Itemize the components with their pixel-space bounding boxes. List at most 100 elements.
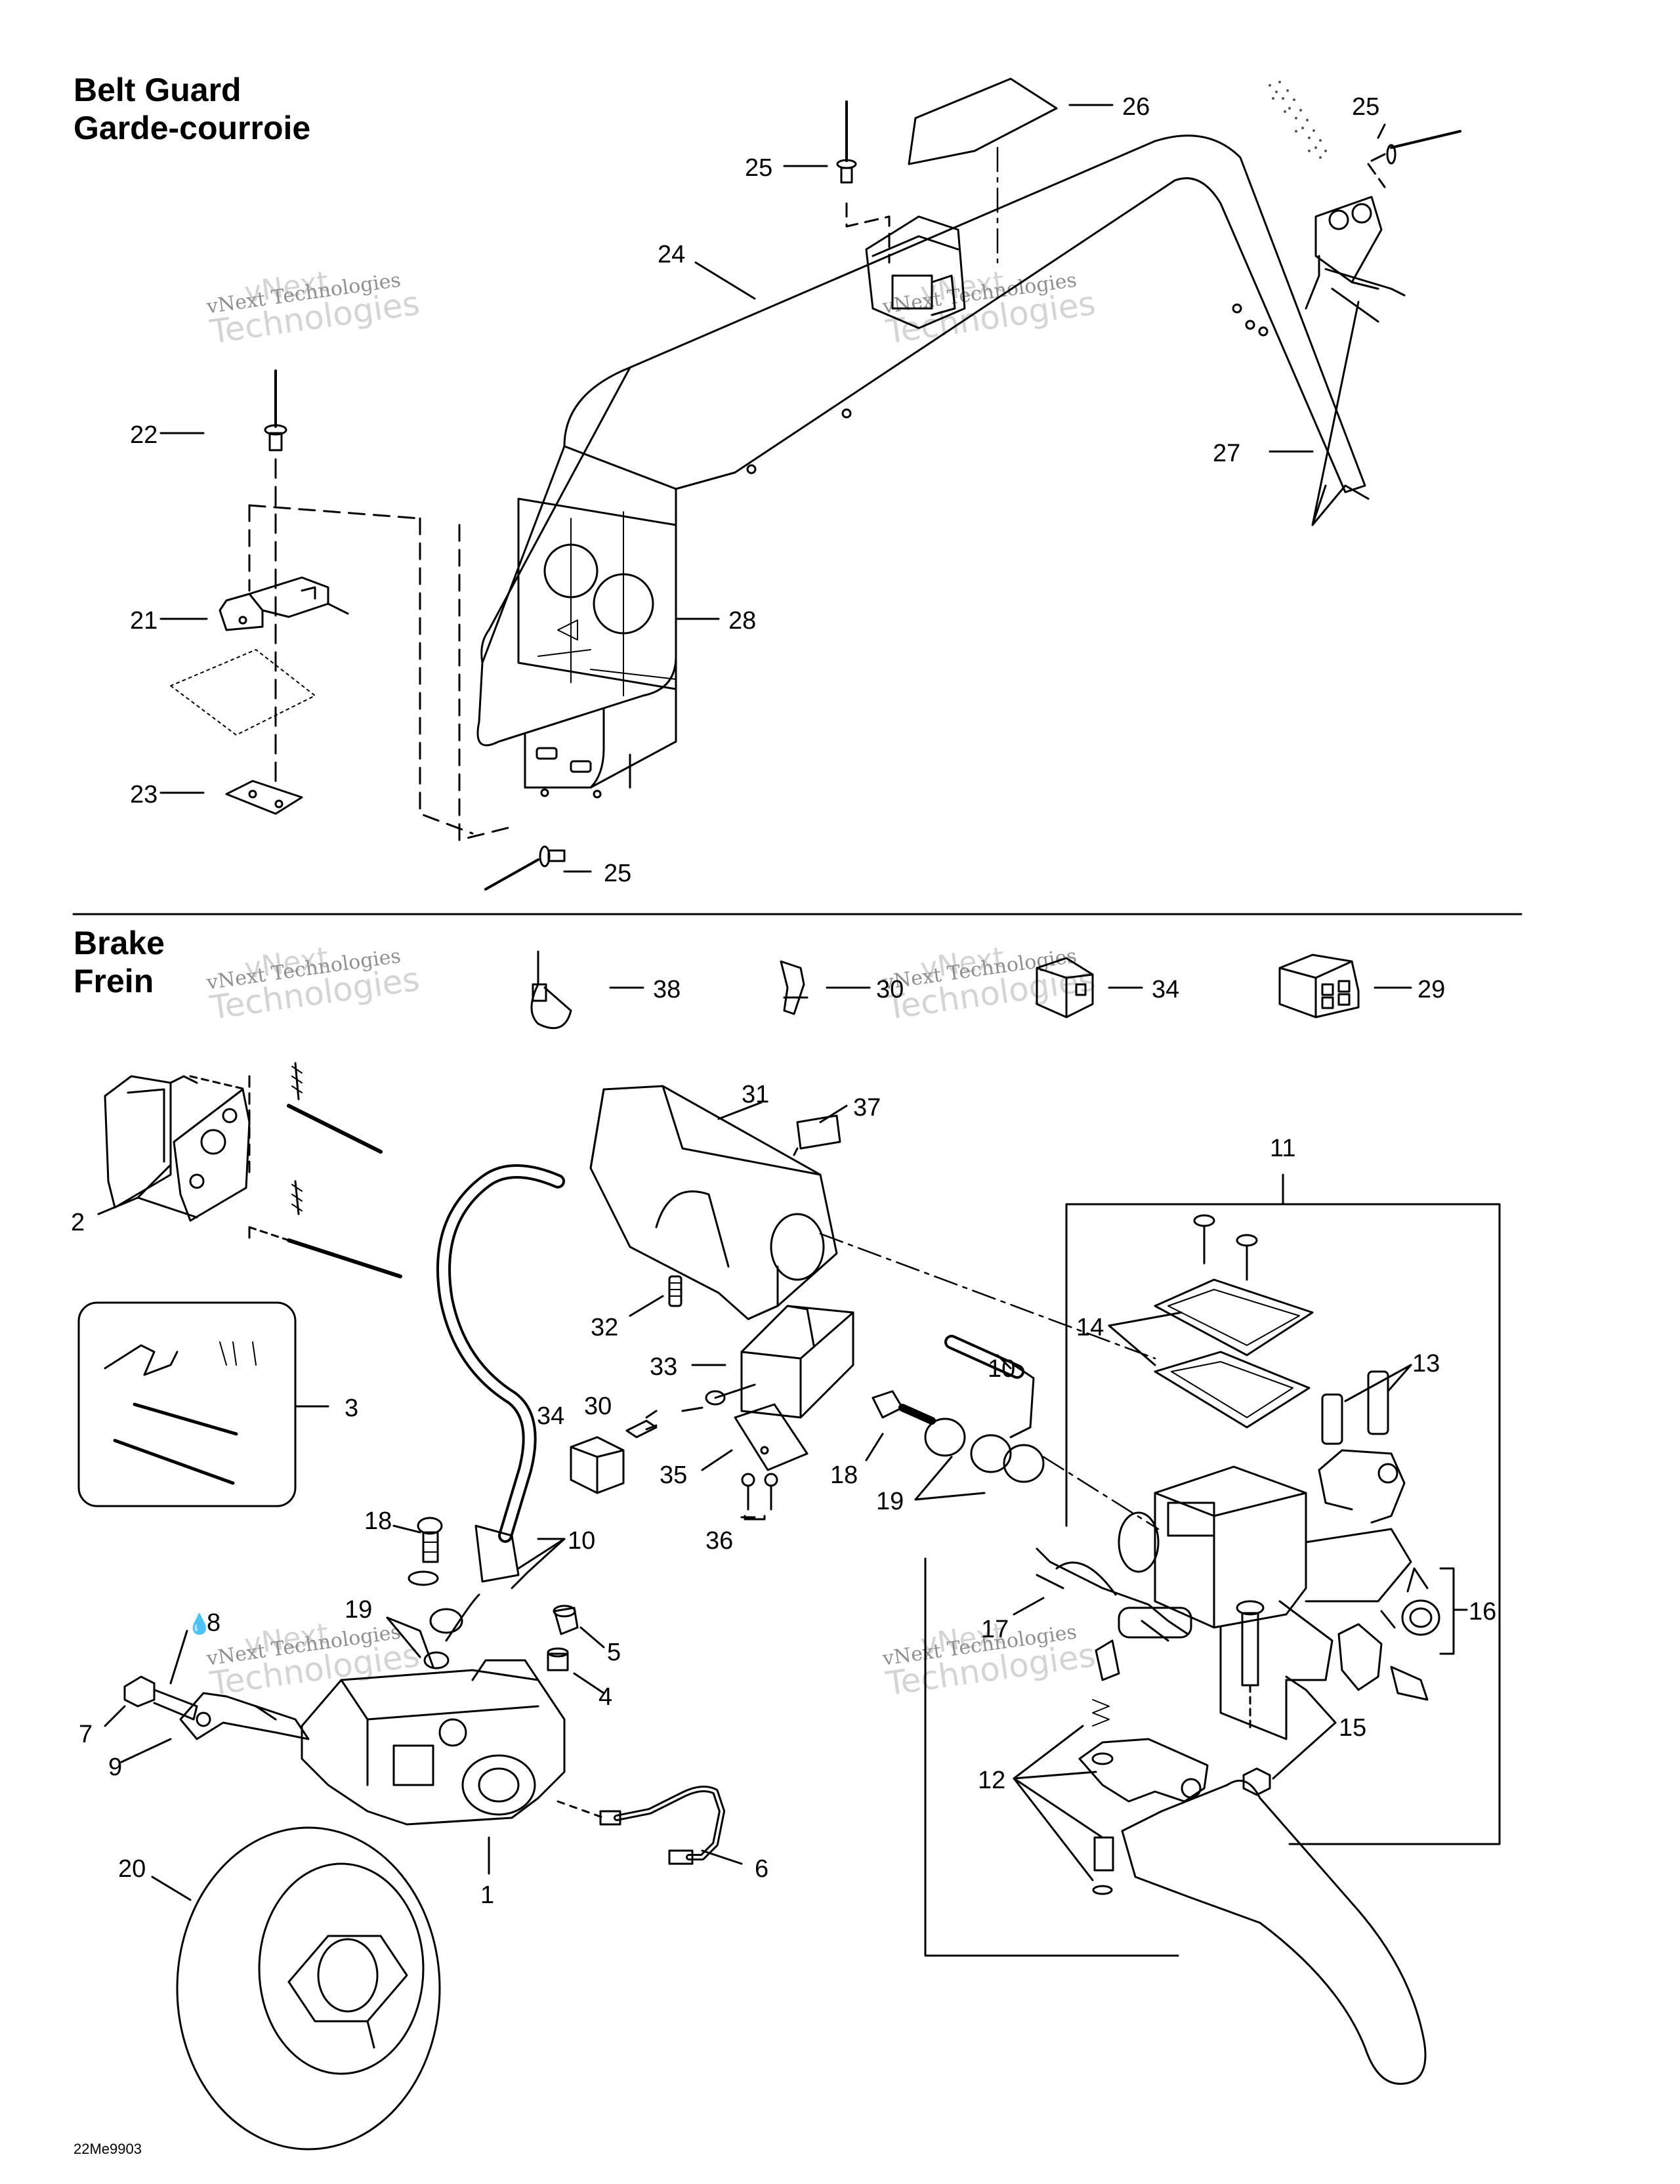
screws-top-mc — [1193, 1214, 1258, 1281]
callout-5: 5 — [607, 1639, 621, 1666]
belt-guard-title-fr: Garde-courroie — [74, 110, 311, 146]
terminal-30-bottom — [625, 1406, 704, 1438]
terminal-30-top — [780, 960, 808, 1015]
callout-29: 29 — [1418, 976, 1445, 1003]
stippled-mark — [1269, 81, 1327, 159]
brake-disc-20 — [176, 1826, 441, 2151]
callout-22: 22 — [130, 421, 158, 449]
callout-18-left: 18 — [364, 1507, 392, 1535]
decal-28 — [517, 497, 677, 696]
callout-13: 13 — [1412, 1350, 1440, 1377]
callout-33: 33 — [650, 1353, 677, 1381]
callout-labels: 24 25 26 25 22 21 23 27 28 25 38 30 34 2… — [71, 93, 1496, 1909]
callout-10-left: 10 — [568, 1527, 595, 1555]
callout-12: 12 — [978, 1767, 1005, 1794]
connector-34-bottom — [570, 1436, 625, 1494]
bracket-27 — [1305, 196, 1406, 526]
bleeder-5-4 — [547, 1605, 579, 1671]
banjo-bolt-18-left — [417, 1517, 443, 1563]
callout-3: 3 — [345, 1395, 358, 1422]
callout-7: 7 — [79, 1721, 93, 1748]
callout-2: 2 — [71, 1209, 85, 1236]
callout-4: 4 — [598, 1683, 612, 1711]
lever-handle — [1121, 1778, 1427, 2085]
callout-27: 27 — [1213, 440, 1240, 467]
callout-37: 37 — [853, 1094, 881, 1122]
callout-25-top: 25 — [745, 154, 772, 182]
callout-34-top: 34 — [1152, 976, 1179, 1003]
belt-guard-title-en: Belt Guard — [74, 72, 242, 108]
rivet-22 — [264, 369, 287, 789]
brake-title-fr: Frein — [74, 963, 154, 999]
callout-20: 20 — [118, 1855, 146, 1883]
callout-23: 23 — [130, 781, 158, 808]
hardware-kit-3 — [77, 1301, 297, 1507]
drop-icon: 💧 — [187, 1612, 211, 1635]
housing-31 — [589, 1085, 838, 1320]
pins-springs — [248, 1062, 402, 1278]
callout-15: 15 — [1339, 1714, 1366, 1742]
screws-36 — [741, 1473, 778, 1521]
callout-31: 31 — [742, 1081, 769, 1108]
pivot-bolt-15 — [1236, 1600, 1271, 1796]
callout-6: 6 — [755, 1855, 768, 1883]
callout-17: 17 — [981, 1616, 1009, 1643]
callout-21: 21 — [130, 607, 158, 635]
callout-24: 24 — [658, 241, 685, 268]
callout-30-top: 30 — [876, 976, 904, 1003]
callout-leaders — [97, 104, 1468, 1901]
callout-19-right: 19 — [876, 1488, 904, 1515]
washers-19-left — [408, 1570, 463, 1670]
callout-14: 14 — [1076, 1314, 1104, 1341]
bracket-top-center — [865, 215, 966, 329]
reservoir-body — [1118, 1465, 1412, 1740]
rivet-25-top — [836, 100, 891, 264]
bracket-21 — [219, 576, 349, 631]
callout-28: 28 — [728, 607, 756, 635]
callout-8: 8 — [207, 1609, 220, 1637]
callout-32: 32 — [591, 1314, 618, 1341]
callout-34-bottom: 34 — [537, 1402, 564, 1430]
washers-19-right — [924, 1418, 1045, 1483]
plate-35 — [734, 1403, 808, 1471]
callout-30-bottom: 30 — [584, 1393, 612, 1420]
bolt-7 — [123, 1675, 198, 1721]
callout-35: 35 — [660, 1461, 687, 1489]
lever-parts-12 — [1078, 1639, 1209, 1895]
section-title-belt-guard: Belt Guard Garde-courroie — [74, 71, 310, 147]
cap-gasket-14 — [1154, 1278, 1314, 1429]
plate-23 — [225, 780, 303, 815]
bracket-9 — [179, 1692, 310, 1740]
clamp-13 — [1318, 1370, 1406, 1524]
pad-area-dotted — [170, 649, 316, 736]
callout-11: 11 — [1270, 1135, 1295, 1162]
brake-pads-2 — [104, 1075, 251, 1222]
callout-16: 16 — [1469, 1598, 1496, 1626]
callout-18-right: 18 — [830, 1461, 858, 1489]
screw-32 — [668, 1275, 682, 1307]
dashdot-guides — [819, 146, 1160, 1530]
switch-17 — [1036, 1547, 1192, 1642]
dashed-guide-left — [248, 504, 513, 841]
callout-10-right: 10 — [988, 1355, 1015, 1383]
callout-25-right: 25 — [1352, 93, 1379, 121]
hose-fitting-10-right — [944, 1335, 1035, 1438]
callout-25-bottom: 25 — [604, 860, 631, 887]
rivet-25-right — [1367, 130, 1461, 188]
brake-hose-10-left — [436, 1164, 565, 1642]
bushing-16 — [1337, 1567, 1440, 1701]
caliper-1 — [301, 1659, 566, 1826]
callout-26: 26 — [1122, 93, 1150, 121]
callout-1: 1 — [480, 1881, 494, 1909]
switch-33 — [705, 1305, 854, 1419]
drawing-code: 22Me9903 — [74, 2141, 142, 2157]
section-title-brake: Brake Frein — [74, 924, 165, 1000]
connector-29 — [1278, 954, 1360, 1018]
decal-26 — [908, 77, 1058, 165]
master-cylinder-frame-11 — [924, 1173, 1501, 1957]
callout-36: 36 — [705, 1527, 733, 1555]
callout-19-left: 19 — [345, 1596, 372, 1624]
banjo-bolt-18-right — [872, 1390, 936, 1425]
cable-tie-38 — [530, 950, 572, 1030]
